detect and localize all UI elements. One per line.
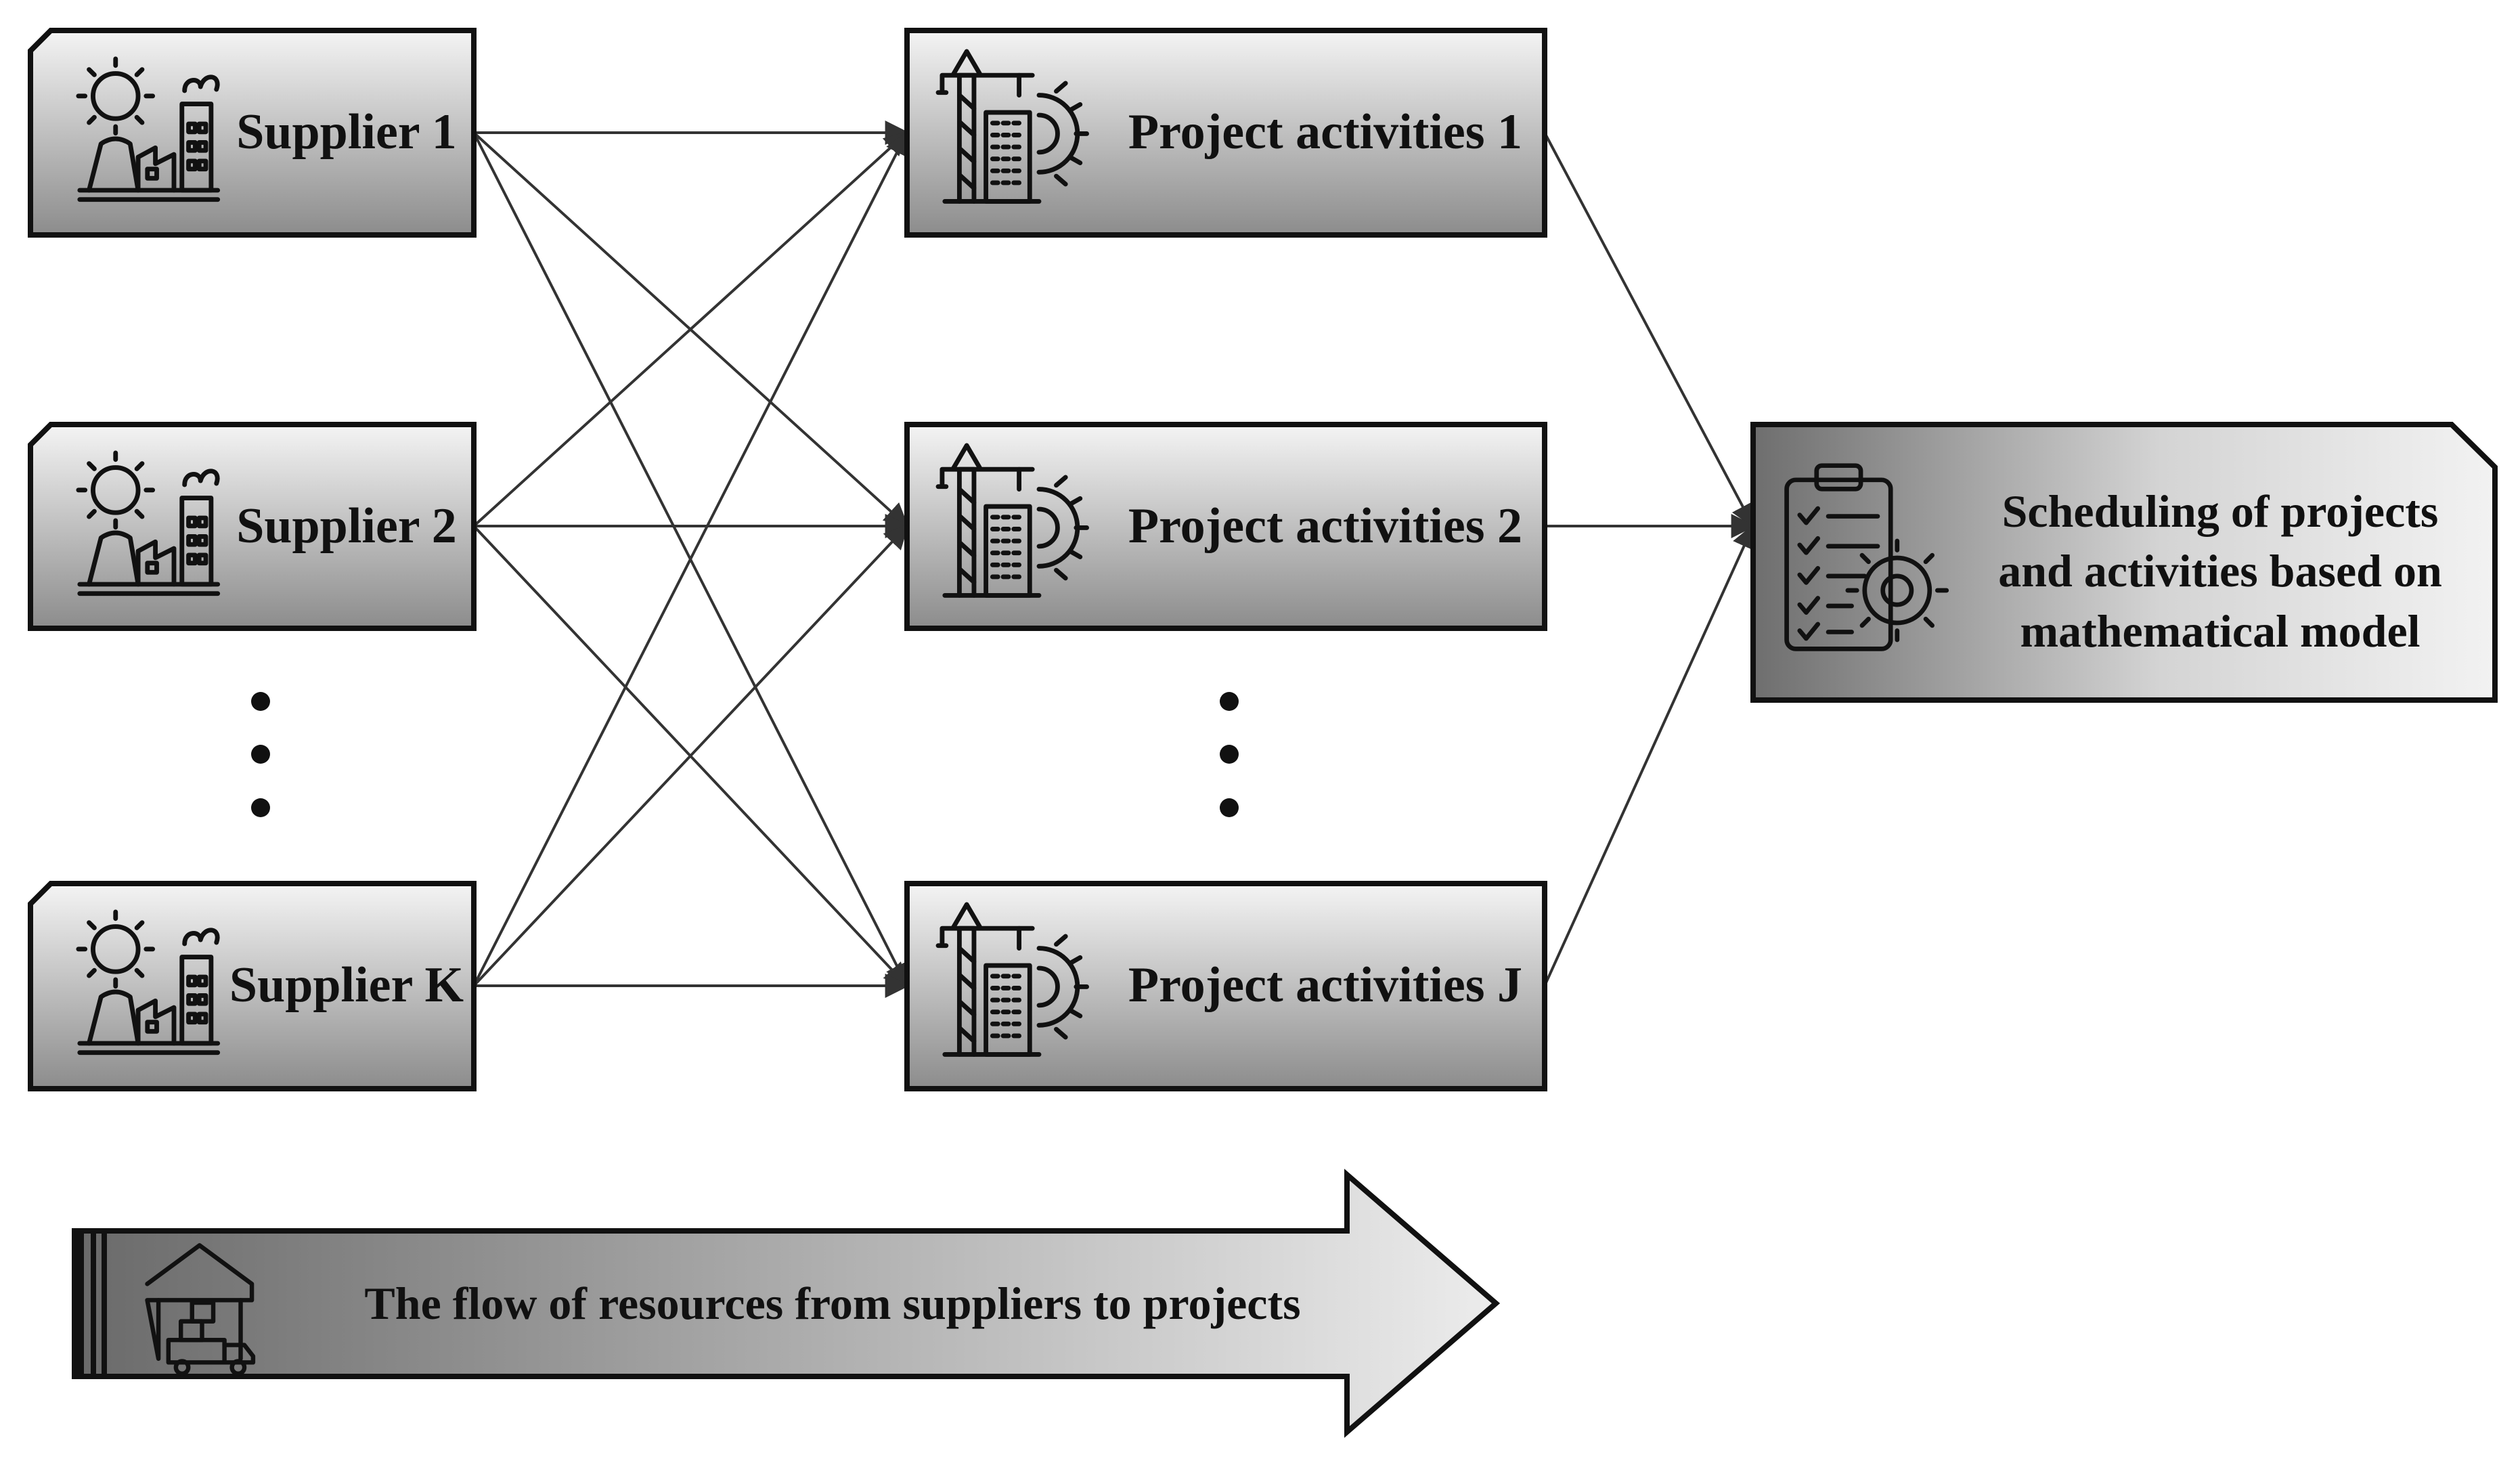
supplier-node: Supplier 2	[28, 422, 477, 631]
supplier-label: Supplier 2	[236, 498, 457, 554]
project-label: Project activities 2	[1128, 498, 1522, 554]
supplier-label: Supplier 1	[236, 104, 457, 160]
supplier-to-project-connector	[472, 131, 909, 527]
project-node: Project activities 2	[904, 422, 1547, 631]
project-to-scheduler-connector	[1543, 132, 1754, 529]
scheduler-node: Scheduling of projects and activities ba…	[1750, 422, 2498, 703]
project-label: Project activities J	[1128, 957, 1522, 1013]
supplier-node: Supplier 1	[28, 28, 477, 238]
scheduler-line-2: and activities based on	[1998, 545, 2442, 596]
project-to-scheduler-connector	[1543, 523, 1756, 986]
supplier-node: Supplier K	[28, 881, 477, 1091]
scheduler-line-3: mathematical model	[2020, 605, 2420, 657]
supplier-to-project-connector	[472, 130, 908, 986]
connector-lines	[472, 121, 1756, 998]
resource-flow-arrow: The flow of resources from suppliers to …	[72, 1169, 1501, 1438]
scheduler-line-1: Scheduling of projects	[2002, 485, 2439, 537]
project-node: Project activities 1	[904, 28, 1547, 238]
supplier-label: Supplier K	[229, 957, 464, 1013]
supplier-to-project-connector	[472, 524, 909, 987]
project-node: Project activities J	[904, 881, 1547, 1091]
supplier-ellipsis	[251, 692, 270, 817]
project-label: Project activities 1	[1128, 104, 1522, 160]
project-ellipsis	[1220, 692, 1239, 817]
flow-arrow-label: The flow of resources from suppliers to …	[364, 1278, 1300, 1329]
